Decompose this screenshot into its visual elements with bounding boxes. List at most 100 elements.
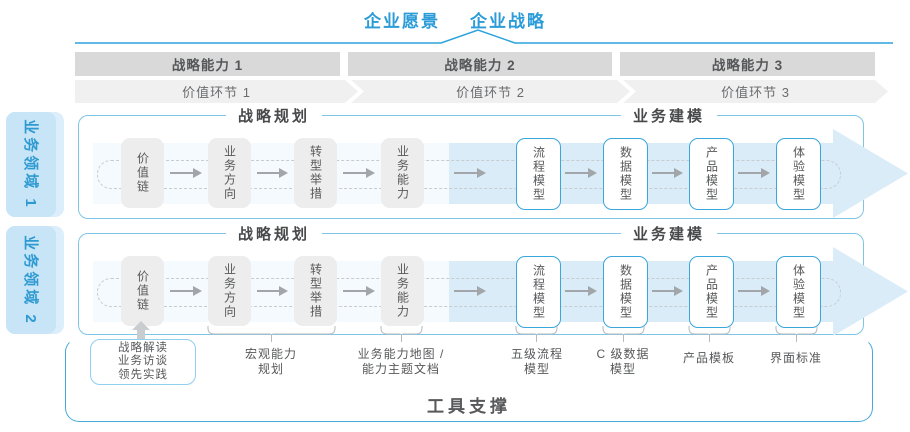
strategy-capability-bar-1: 战略能力 1 [75, 52, 340, 76]
pipeline-box-experience-model: 体验模型 [776, 138, 821, 210]
domain-tag-label: 业务领域 2 [21, 234, 39, 326]
flow-arrow-icon [738, 168, 770, 178]
pipeline-box-value-chain: 价值链 [121, 256, 164, 326]
strategy-capability-bar-2: 战略能力 2 [348, 52, 612, 76]
up-arrow-head [132, 321, 150, 330]
annotation-line: 能力主题文档 [361, 362, 440, 376]
annotation-line: 产品模板 [682, 351, 735, 365]
bracket-connector [380, 326, 423, 342]
annotation-ui-standard: 界面标准 [731, 351, 861, 366]
annotation-process-model: 五级流程 模型 [472, 347, 602, 377]
flow-arrow-icon [652, 286, 683, 296]
section-header-modeling: 业务建模 [620, 223, 718, 244]
bracket-connector [515, 326, 558, 342]
pipeline-box-data-model: 数据模型 [603, 256, 648, 328]
strategy-capability-label: 战略能力 3 [711, 58, 784, 73]
pipeline-box-label: 业务能力 [395, 263, 410, 319]
up-arrow-icon [132, 321, 150, 341]
annotation-line: 模型 [609, 362, 636, 376]
strategy-capability-label: 战略能力 2 [444, 58, 516, 73]
practice-input-box: 战略解读 业务访谈 领先实践 [90, 339, 196, 385]
pipeline-box-label: 价值链 [135, 270, 150, 312]
vision-title: 企业愿景 [364, 12, 440, 31]
pipeline-box-product-model: 产品模型 [689, 138, 734, 210]
bracket-connector [688, 326, 731, 342]
page-title: 企业愿景 企业战略 [0, 7, 910, 32]
practice-line: 战略解读 [118, 341, 168, 354]
tool-support-container: 工具支撑 [65, 338, 873, 422]
strategy-capability-bar-3: 战略能力 3 [620, 52, 875, 76]
flow-arrow-icon [565, 286, 597, 296]
title-pointer-line [75, 29, 893, 44]
bracket-connector [602, 326, 645, 342]
flow-arrow-icon [170, 286, 202, 296]
flow-arrow-icon [170, 168, 202, 178]
pipeline-box-business-direction: 业务方向 [208, 256, 251, 326]
practice-line: 领先实践 [118, 368, 168, 381]
pipeline-box-experience-model: 体验模型 [776, 256, 821, 328]
domain-tag-label: 业务领域 1 [21, 119, 39, 210]
pipeline-box-label: 流程模型 [531, 264, 546, 320]
modeling-arrow-head [833, 129, 908, 218]
pipeline-row-domain-1: 战略规划 业务建模 价值链 业务方向 转型举措 业务能力 流程模型 数据模型 产… [78, 105, 908, 219]
flow-arrow-icon [343, 286, 375, 296]
annotation-line: C 级数据 [596, 347, 650, 361]
pipeline-box-label: 转型举措 [308, 145, 323, 201]
pipeline-box-label: 数据模型 [618, 146, 633, 202]
domain-tag-1: 业务领域 1 [6, 112, 64, 217]
strategy-capability-label: 战略能力 1 [171, 58, 244, 73]
flow-arrow-icon [257, 286, 288, 296]
pipeline-box-label: 业务方向 [222, 263, 237, 319]
annotation-line: 模型 [523, 362, 550, 376]
pipeline-box-label: 业务方向 [222, 145, 237, 201]
value-link-chevron-3: 价值环节 3 [623, 80, 888, 103]
pipeline-box-label: 业务能力 [395, 145, 410, 201]
dashed-track [97, 278, 841, 307]
annotation-line: 规划 [257, 362, 284, 376]
tool-support-title: 工具支撑 [427, 397, 511, 416]
pipeline-box-label: 价值链 [135, 152, 150, 194]
modeling-arrow-head [833, 247, 908, 336]
pipeline-box-label: 产品模型 [704, 146, 719, 202]
strategy-title: 企业战略 [470, 12, 546, 31]
flow-arrow-icon [652, 168, 683, 178]
annotation-line: 界面标准 [769, 351, 822, 365]
value-link-label: 价值环节 3 [721, 85, 790, 100]
pipeline-box-label: 体验模型 [791, 264, 806, 320]
pipeline-box-business-capability: 业务能力 [381, 256, 424, 326]
annotation-capability-map: 业务能力地图 / 能力主题文档 [336, 347, 466, 377]
value-link-label: 价值环节 2 [456, 85, 525, 100]
pipeline-row-domain-2: 战略规划 业务建模 价值链 业务方向 转型举措 业务能力 流程模型 数据模型 产… [78, 223, 908, 336]
pipeline-box-product-model: 产品模型 [689, 256, 734, 328]
annotation-line: 宏观能力 [244, 347, 297, 361]
pipeline-box-data-model: 数据模型 [603, 138, 648, 210]
annotation-data-model: C 级数据 模型 [558, 347, 688, 377]
pipeline-box-transformation: 转型举措 [294, 138, 337, 208]
annotation-macro-capability: 宏观能力 规划 [206, 347, 336, 377]
flow-arrow-icon [257, 168, 288, 178]
pipeline-box-process-model: 流程模型 [516, 256, 561, 328]
domain-tag-surface: 业务领域 1 [6, 112, 56, 217]
practice-line: 业务访谈 [118, 355, 168, 368]
annotation-line: 五级流程 [510, 347, 563, 361]
flow-arrow-icon [565, 168, 597, 178]
pipeline-box-label: 转型举措 [308, 263, 323, 319]
pipeline-box-business-direction: 业务方向 [208, 138, 251, 208]
section-header-planning: 战略规划 [225, 223, 323, 244]
flow-arrow-icon [738, 286, 770, 296]
pipeline-box-value-chain: 价值链 [121, 138, 164, 208]
pipeline-box-label: 产品模型 [704, 264, 719, 320]
domain-tag-surface: 业务领域 2 [6, 226, 56, 334]
bracket-connector [775, 326, 818, 342]
section-header-modeling: 业务建模 [620, 105, 718, 126]
value-link-label: 价值环节 1 [182, 85, 251, 100]
pipeline-box-business-capability: 业务能力 [381, 138, 424, 208]
annotation-product-template: 产品模板 [644, 351, 774, 366]
pipeline-box-label: 数据模型 [618, 264, 633, 320]
value-link-chevron-1: 价值环节 1 [75, 80, 358, 103]
value-link-chevron-2: 价值环节 2 [351, 80, 630, 103]
pipeline-box-process-model: 流程模型 [516, 138, 561, 210]
annotation-line: 业务能力地图 / [357, 347, 445, 361]
up-arrow-shaft [137, 329, 145, 341]
